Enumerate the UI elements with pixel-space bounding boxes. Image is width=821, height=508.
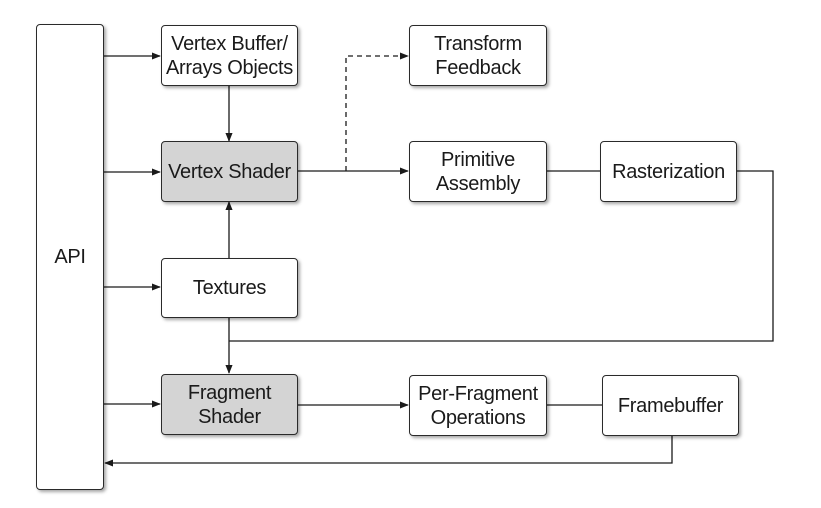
rasterization-box: Rasterization — [600, 141, 737, 202]
vertex-buffer-label: Vertex Buffer/ Arrays Objects — [166, 32, 293, 79]
framebuffer-label: Framebuffer — [617, 394, 724, 417]
api-label: API — [54, 246, 86, 268]
per-fragment-operations-box: Per-Fragment Operations — [409, 375, 547, 436]
primitive-assembly-box: Primitive Assembly — [409, 141, 547, 202]
framebuffer-box: Framebuffer — [602, 375, 739, 436]
fragment-shader-box: Fragment Shader — [161, 374, 298, 435]
primitive-assembly-label: Primitive Assembly — [435, 148, 521, 195]
arrow-framebuffer-to-api — [104, 434, 673, 467]
textures-label: Textures — [192, 277, 267, 299]
transform-feedback-box: Transform Feedback — [409, 25, 547, 86]
textures-box: Textures — [161, 258, 298, 318]
per-fragment-operations-label: Per-Fragment Operations — [418, 382, 538, 429]
vertex-buffer-box: Vertex Buffer/ Arrays Objects — [161, 25, 298, 86]
rasterization-label: Rasterization — [612, 160, 725, 183]
api-box: API — [36, 24, 104, 490]
vertex-shader-box: Vertex Shader — [161, 141, 298, 202]
vertex-shader-label: Vertex Shader — [168, 160, 291, 183]
arrow-vertex-shader-to-transform-feedback — [345, 52, 409, 171]
fragment-shader-label: Fragment Shader — [187, 381, 272, 428]
line-rasterization-to-fragment-shader — [229, 170, 774, 342]
transform-feedback-label: Transform Feedback — [434, 32, 522, 79]
